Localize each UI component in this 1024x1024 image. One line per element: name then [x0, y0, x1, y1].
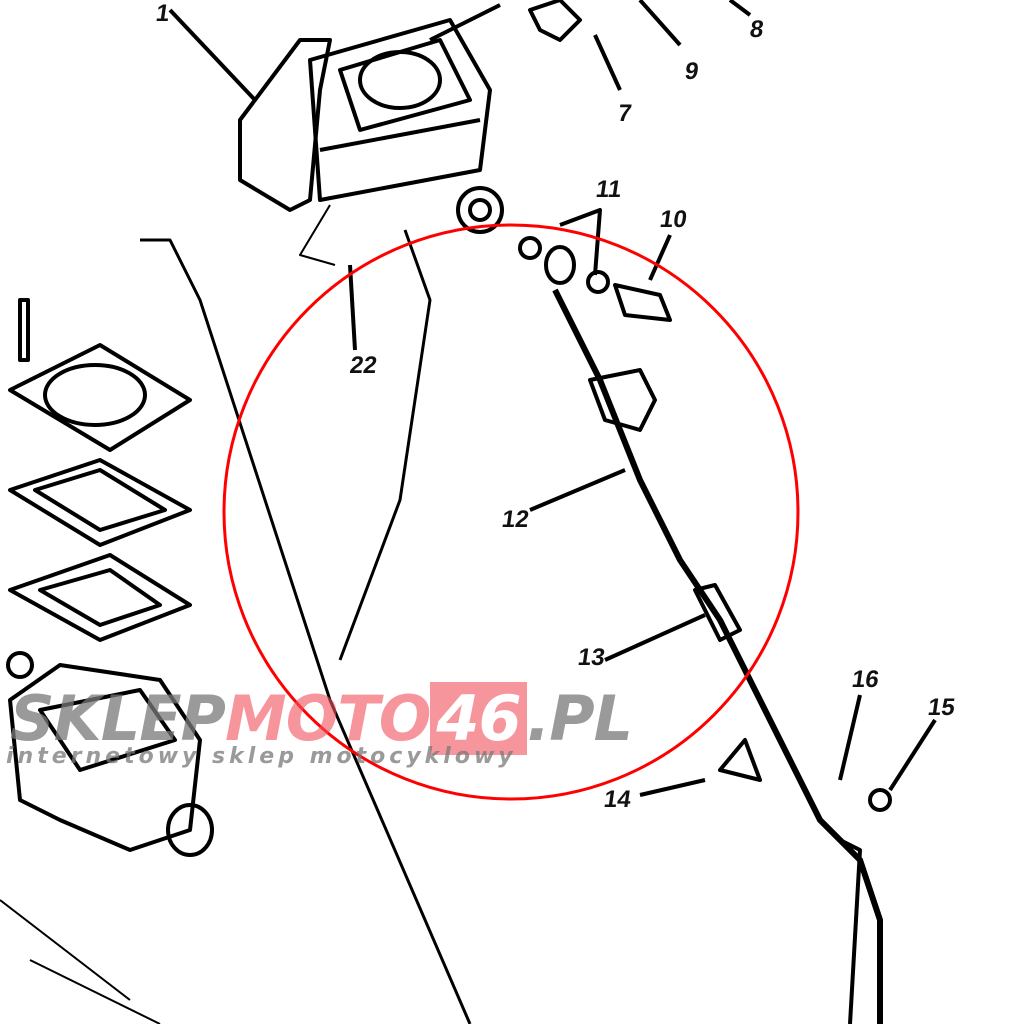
washer — [518, 236, 542, 260]
part-label-11: 11 — [594, 176, 624, 203]
watermark-46: 46 — [430, 682, 527, 755]
brake-hose — [552, 288, 883, 1024]
part-7-clip — [528, 0, 582, 42]
part-label-14: 14 — [602, 786, 633, 813]
part-label-15: 15 — [926, 694, 957, 721]
highlight-circle — [222, 223, 800, 801]
watermark-tagline: internetowy sklep motocyklowy — [6, 744, 517, 769]
master-cylinder-top — [238, 18, 504, 234]
part-label-12: 12 — [500, 506, 531, 533]
watermark-moto: MOTO — [225, 682, 431, 755]
watermark-sklep: SKLEP — [10, 682, 226, 755]
part-label-10: 10 — [658, 206, 689, 233]
part-label-16: 16 — [850, 666, 881, 693]
reservoir-cap-assembly — [6, 298, 214, 857]
part-label-22: 22 — [348, 352, 379, 379]
part-10-bolt — [613, 283, 672, 322]
part-label-13: 13 — [576, 644, 607, 671]
watermark-pl: .PL — [526, 682, 633, 755]
watermark-logo: SKLEPMOTO46.PL — [10, 682, 633, 755]
hose-fitting — [588, 368, 657, 432]
